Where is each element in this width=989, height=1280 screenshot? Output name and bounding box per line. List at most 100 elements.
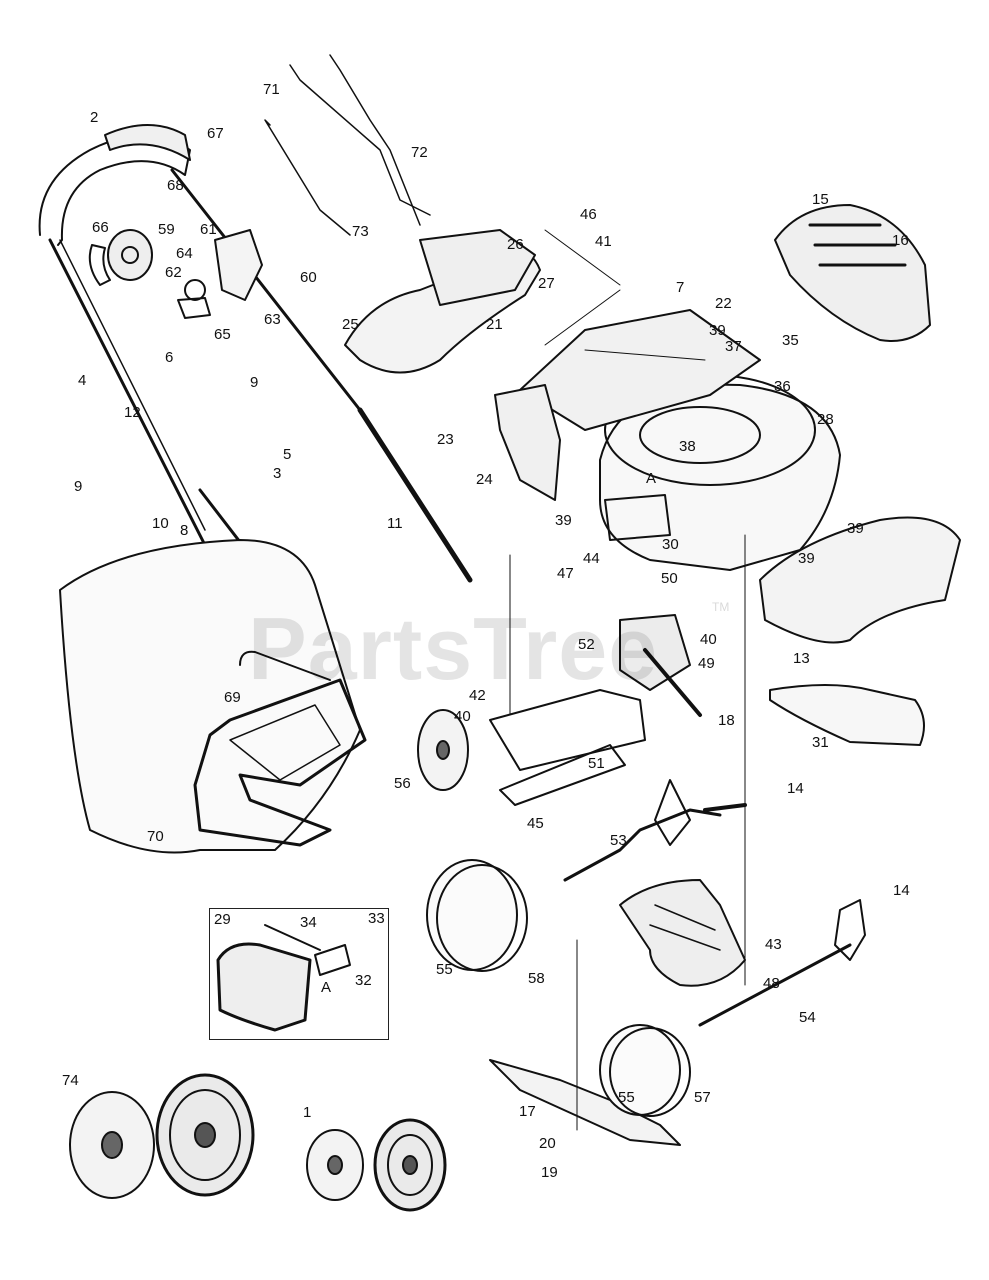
callout-38: 38	[679, 438, 696, 455]
callout-49: 49	[698, 655, 715, 672]
hubcap-74	[69, 1091, 155, 1199]
callout-4: 4	[78, 372, 87, 389]
callout-10: 10	[152, 515, 169, 532]
callout-1: 1	[303, 1104, 312, 1121]
baffle	[619, 879, 746, 987]
callout-65: 65	[214, 326, 231, 343]
wheel-front-57	[599, 1024, 691, 1117]
callout-73: 73	[352, 223, 369, 240]
callout-3: 3	[273, 465, 282, 482]
hubcap-56	[417, 709, 469, 791]
callout-45: 45	[527, 815, 544, 832]
callout-46: 46	[580, 206, 597, 223]
callout-37: 37	[725, 338, 742, 355]
callout-60: 60	[300, 269, 317, 286]
callout-9b: 9	[74, 478, 83, 495]
control-cables	[264, 54, 431, 236]
callout-61: 61	[200, 221, 217, 238]
grass-bag-frame-top	[344, 229, 541, 374]
callout-20: 20	[539, 1135, 556, 1152]
callout-7: 7	[676, 279, 685, 296]
callout-A-inset: A	[321, 979, 332, 996]
callout-8: 8	[180, 522, 189, 539]
callout-12: 12	[124, 404, 141, 421]
callout-30: 30	[662, 536, 679, 553]
callout-74: 74	[62, 1072, 79, 1089]
callout-66: 66	[92, 219, 109, 236]
callout-23: 23	[437, 431, 454, 448]
callout-35: 35	[782, 332, 799, 349]
callout-15: 15	[812, 191, 829, 208]
callout-70: 70	[147, 828, 164, 845]
watermark-trademark: TM	[712, 600, 730, 614]
watermark: PartsTree	[248, 599, 659, 698]
front-axle	[698, 899, 866, 1027]
wheel-large-tread	[155, 1073, 255, 1197]
mulch-plug	[216, 924, 351, 1032]
callout-32: 32	[355, 972, 372, 989]
callout-39: 39	[709, 322, 726, 339]
callout-21: 21	[486, 316, 503, 333]
callout-13: 13	[793, 650, 810, 667]
callout-24: 24	[476, 471, 493, 488]
callout-52: 52	[578, 636, 595, 653]
leader-lines	[509, 229, 746, 1131]
callout-39b: 39	[555, 512, 572, 529]
callout-11: 11	[387, 515, 403, 532]
callout-55b: 55	[618, 1089, 635, 1106]
callout-53: 53	[610, 832, 627, 849]
callout-51: 51	[588, 755, 605, 772]
callout-55: 55	[436, 961, 453, 978]
callout-43: 43	[765, 936, 782, 953]
callout-54: 54	[799, 1009, 816, 1026]
callout-39d: 39	[798, 550, 815, 567]
callout-42: 42	[469, 687, 486, 704]
callout-14b: 14	[893, 882, 910, 899]
mower-deck	[494, 309, 841, 571]
callout-6: 6	[165, 349, 174, 366]
callout-41: 41	[595, 233, 612, 250]
callout-25: 25	[342, 316, 359, 333]
callout-64: 64	[176, 245, 193, 262]
callout-5: 5	[283, 446, 292, 463]
callout-72: 72	[411, 144, 428, 161]
callout-14: 14	[787, 780, 804, 797]
callout-68: 68	[167, 177, 184, 194]
callout-48: 48	[763, 975, 780, 992]
callout-9: 9	[250, 374, 259, 391]
callout-28: 28	[817, 411, 834, 428]
callout-40: 40	[700, 631, 717, 648]
callout-63: 63	[264, 311, 281, 328]
callout-50: 50	[661, 570, 678, 587]
callout-44: 44	[583, 550, 600, 567]
callout-34: 34	[300, 914, 317, 931]
wheel-rear-58	[426, 859, 528, 972]
callout-40b: 40	[454, 708, 471, 725]
callout-18: 18	[718, 712, 735, 729]
grass-bag	[59, 539, 367, 854]
hubcap-1	[306, 1129, 364, 1201]
side-discharge	[759, 516, 961, 746]
callout-67: 67	[207, 125, 224, 142]
engine-control-parts	[88, 229, 263, 319]
callout-2: 2	[90, 109, 99, 126]
inset-number: 29	[214, 911, 231, 928]
callout-56: 56	[394, 775, 411, 792]
callout-16: 16	[892, 232, 909, 249]
callout-31: 31	[812, 734, 829, 751]
callout-59: 59	[158, 221, 175, 238]
callout-22: 22	[715, 295, 732, 312]
callout-19: 19	[541, 1164, 558, 1181]
callout-26: 26	[507, 236, 524, 253]
callout-62: 62	[165, 264, 182, 281]
callout-57: 57	[694, 1089, 711, 1106]
callout-69: 69	[224, 689, 241, 706]
engine-cover	[774, 204, 931, 342]
callout-47: 47	[557, 565, 574, 582]
drive-linkage	[489, 614, 747, 882]
callout-36: 36	[774, 378, 791, 395]
callout-17: 17	[519, 1103, 536, 1120]
wheel-small-tread	[373, 1118, 447, 1212]
